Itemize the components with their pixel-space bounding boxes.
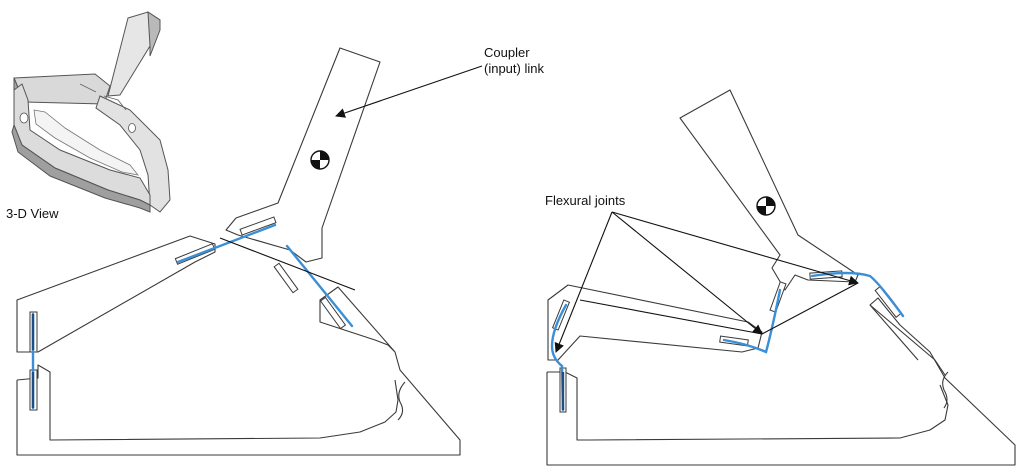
flexural-joints-label: Flexural joints — [545, 193, 626, 208]
mechanism-right — [546, 89, 1016, 466]
isometric-3d-view — [11, 11, 171, 213]
coupler-link-right — [679, 89, 859, 291]
flexure-left-2 — [176, 223, 277, 264]
ground-link-right — [546, 297, 1016, 466]
center-of-mass-icon — [310, 150, 330, 170]
coupler-label-line1: Coupler — [484, 45, 530, 60]
arrow-head-icon — [335, 65, 483, 118]
flexure-right-2 — [722, 288, 782, 354]
coupler-label-line2: (input) link — [484, 61, 544, 76]
flexure-right-3 — [810, 271, 905, 318]
flexure-left-3 — [285, 244, 354, 328]
flexure-right-1 — [550, 303, 568, 412]
coupler-label: Coupler (input) link — [484, 45, 544, 77]
rocker-link-right — [547, 284, 763, 361]
rocker-link-left — [16, 235, 216, 353]
mechanism-left — [16, 47, 461, 456]
view-3d-label: 3-D View — [6, 206, 59, 221]
ground-link-left — [16, 286, 461, 456]
leader-lines — [219, 65, 859, 353]
center-of-mass-icon — [756, 196, 776, 216]
